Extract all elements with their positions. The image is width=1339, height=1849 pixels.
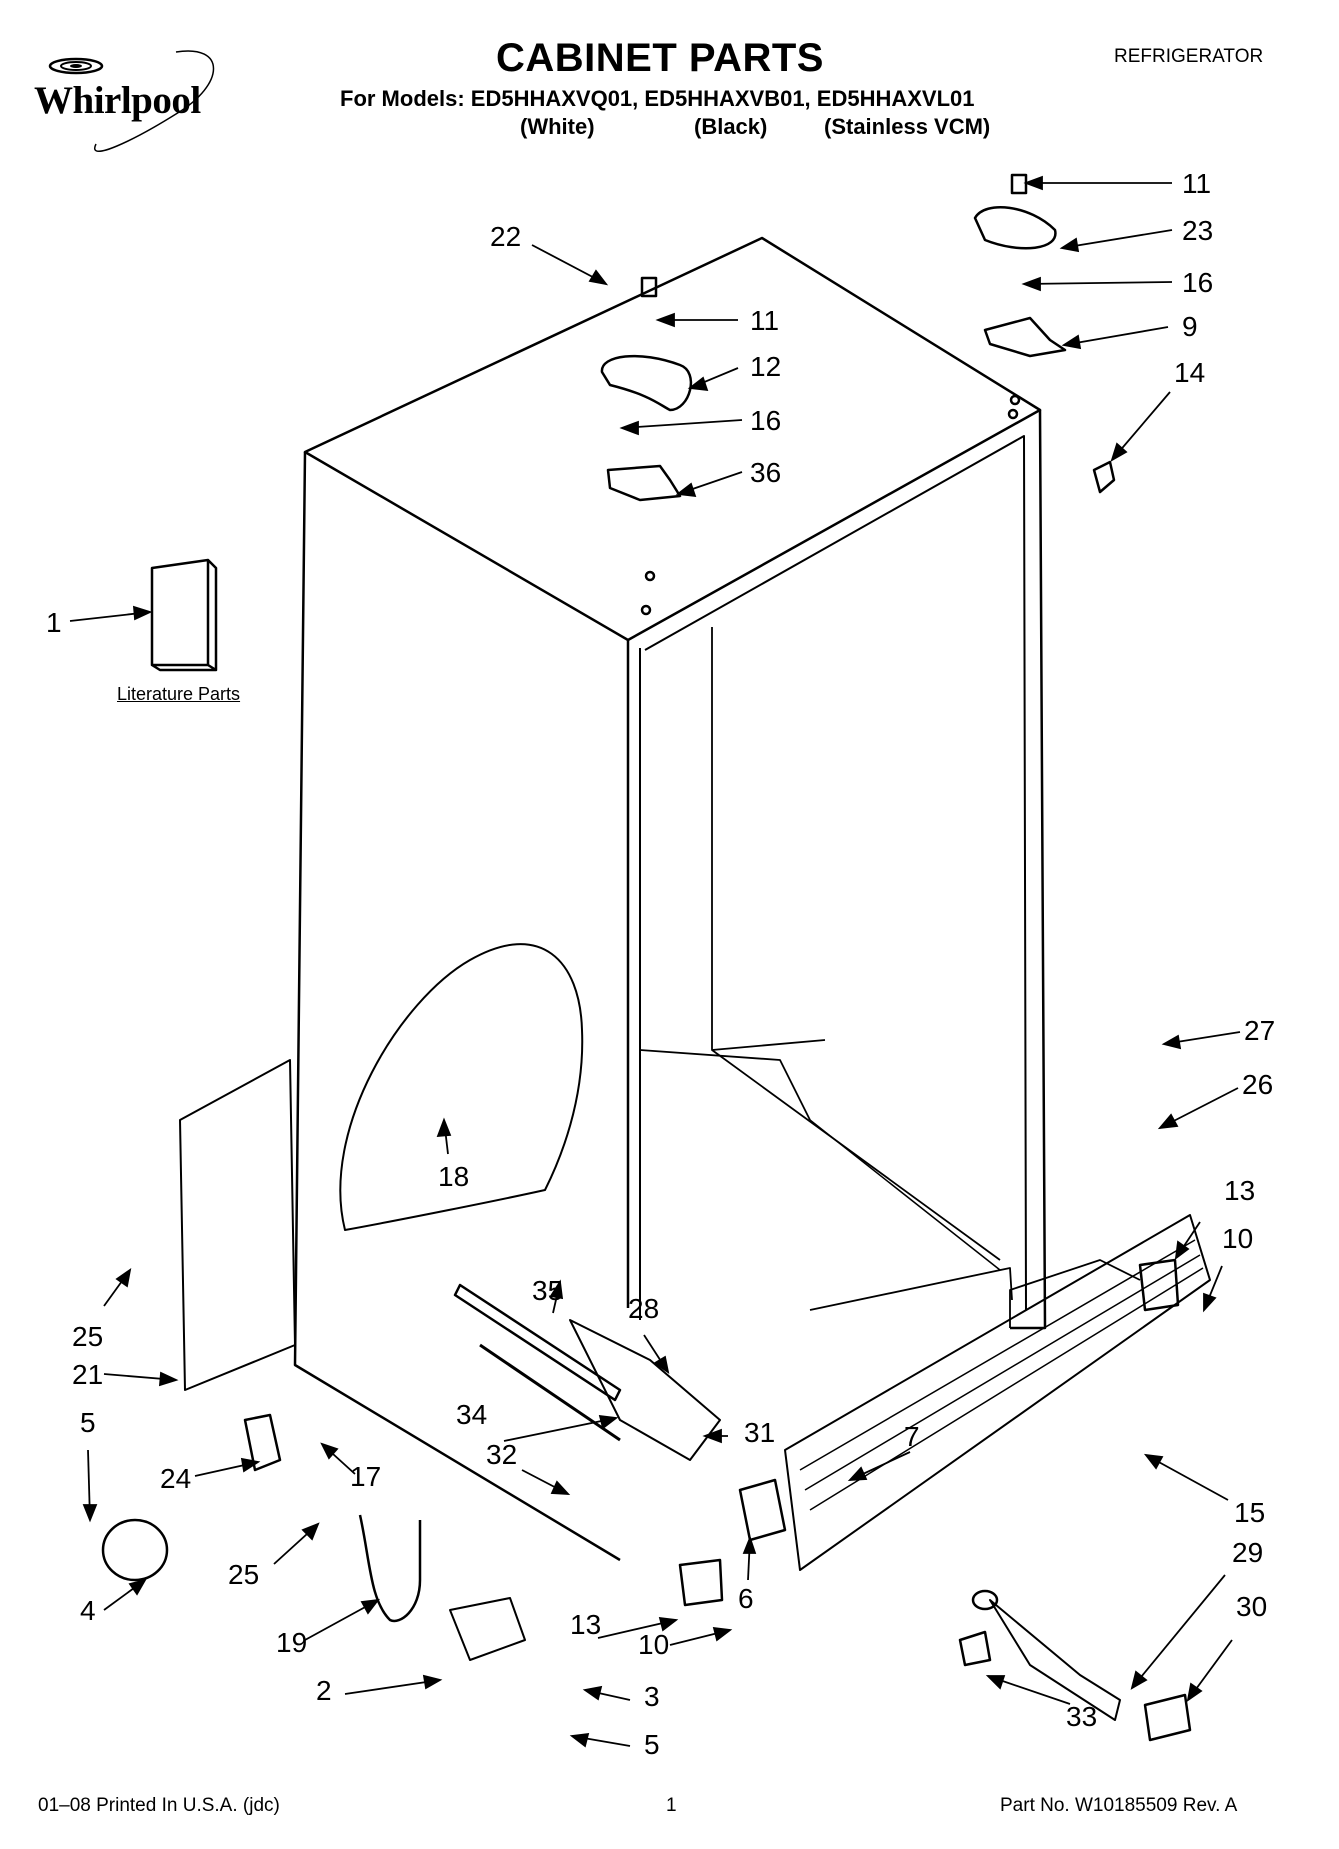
part-number: Part No. W10185509 Rev. A: [1000, 1795, 1238, 1816]
callout-1: 1: [46, 607, 62, 638]
callout-24: 24: [160, 1463, 191, 1494]
callout-31: 31: [744, 1417, 775, 1448]
page-title: CABINET PARTS: [496, 36, 824, 80]
callout-30: 30: [1236, 1591, 1267, 1622]
callout-22: 22: [490, 221, 521, 252]
callout-10b: 10: [638, 1629, 669, 1660]
callout-19: 19: [276, 1627, 307, 1658]
base-grille: [784, 1214, 1211, 1571]
variant-black: (Black): [694, 114, 768, 139]
callout-27: 27: [1244, 1015, 1275, 1046]
variant-white: (White): [520, 114, 595, 139]
callout-5b: 5: [644, 1729, 660, 1760]
callout-36: 36: [750, 457, 781, 488]
callout-32: 32: [486, 1439, 517, 1470]
callout-15: 15: [1234, 1497, 1265, 1528]
callout-6: 6: [738, 1583, 754, 1614]
callout-21: 21: [72, 1359, 103, 1390]
callout-11b: 11: [750, 305, 779, 336]
callout-16: 16: [1182, 267, 1213, 298]
callout-29: 29: [1232, 1537, 1263, 1568]
callout-23: 23: [1182, 215, 1213, 246]
page-number: 1: [666, 1795, 677, 1816]
callout-14: 14: [1174, 357, 1205, 388]
callout-9: 9: [1182, 311, 1198, 342]
print-info: 01–08 Printed In U.S.A. (jdc): [38, 1795, 280, 1816]
callout-17: 17: [350, 1461, 381, 1492]
callout-3: 3: [644, 1681, 660, 1712]
variant-stainless: (Stainless VCM): [824, 114, 991, 139]
callout-34: 34: [456, 1399, 487, 1430]
appliance-category: REFRIGERATOR: [1114, 46, 1264, 67]
callout-26: 26: [1242, 1069, 1273, 1100]
callout-25b: 25: [228, 1559, 259, 1590]
literature-parts-label: Literature Parts: [117, 684, 241, 704]
callout-16b: 16: [750, 405, 781, 436]
rear-access-panel: [179, 1059, 296, 1391]
callout-7: 7: [904, 1421, 920, 1452]
callout-18: 18: [438, 1161, 469, 1192]
literature-booklet: [150, 558, 218, 672]
callout-numbers: 1 2 3 4 5 5 6 7 9 10 10 11 11 12 13 13 1…: [46, 168, 1275, 1760]
cabinet-cutaway: [339, 943, 584, 1231]
callout-28: 28: [628, 1293, 659, 1324]
whirlpool-logo: [48, 50, 215, 153]
callout-13: 13: [1224, 1175, 1255, 1206]
callout-2: 2: [316, 1675, 332, 1706]
callout-13b: 13: [570, 1609, 601, 1640]
model-list: For Models: ED5HHAXVQ01, ED5HHAXVB01, ED…: [340, 86, 975, 111]
brand-name: Whirlpool: [34, 79, 201, 122]
cabinet-outline: [303, 236, 1042, 642]
callout-33: 33: [1066, 1701, 1097, 1732]
callout-4: 4: [80, 1595, 96, 1626]
roller-assembly: [101, 1518, 169, 1582]
callout-11: 11: [1182, 168, 1211, 199]
callout-10: 10: [1222, 1223, 1253, 1254]
callout-5: 5: [80, 1407, 96, 1438]
callout-25: 25: [72, 1321, 103, 1352]
callout-12: 12: [750, 351, 781, 382]
callout-35: 35: [532, 1275, 563, 1306]
